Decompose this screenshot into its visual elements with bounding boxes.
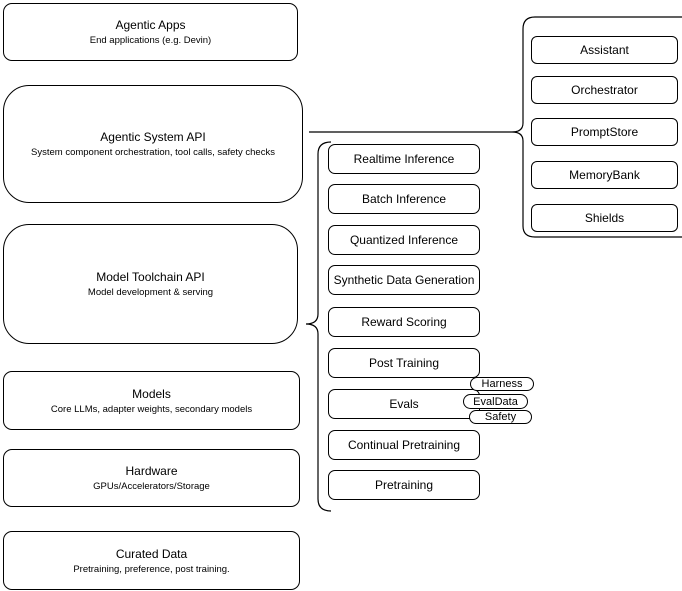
toolchain-node-label: Realtime Inference bbox=[353, 152, 455, 166]
toolchain-node-label: Post Training bbox=[368, 356, 440, 370]
toolchain-node-realtime-inference: Realtime Inference bbox=[328, 144, 480, 174]
toolchain-node-label: Reward Scoring bbox=[361, 315, 447, 329]
component-node-memorybank: MemoryBank bbox=[531, 161, 678, 189]
component-node-promptstore: PromptStore bbox=[531, 118, 678, 146]
component-node-orchestrator: Orchestrator bbox=[531, 76, 678, 104]
node-subtitle: Model development & serving bbox=[87, 287, 214, 298]
node-title: Model Toolchain API bbox=[96, 270, 205, 284]
toolchain-node-quantized-inference: Quantized Inference bbox=[328, 225, 480, 255]
toolchain-node-reward-scoring: Reward Scoring bbox=[328, 307, 480, 337]
toolchain-node-label: Synthetic Data Generation bbox=[333, 273, 475, 287]
node-subtitle: GPUs/Accelerators/Storage bbox=[93, 481, 210, 492]
node-model-toolchain-api: Model Toolchain API Model development & … bbox=[3, 224, 298, 344]
toolchain-node-label: Pretraining bbox=[374, 478, 434, 492]
node-agentic-system-api: Agentic System API System component orch… bbox=[3, 85, 303, 203]
component-node-shields: Shields bbox=[531, 204, 678, 232]
component-label: Shields bbox=[584, 211, 625, 225]
toolchain-node-label: Continual Pretraining bbox=[347, 438, 461, 452]
component-node-assistant: Assistant bbox=[531, 36, 678, 64]
badge-evaldata: EvalData bbox=[463, 394, 528, 409]
node-title: Curated Data bbox=[115, 546, 188, 561]
node-subtitle: Core LLMs, adapter weights, secondary mo… bbox=[50, 403, 253, 415]
node-hardware: Hardware GPUs/Accelerators/Storage bbox=[3, 449, 300, 507]
node-title: Agentic System API bbox=[100, 130, 206, 144]
toolchain-node-pretraining: Pretraining bbox=[328, 470, 480, 500]
node-title: Agentic Apps bbox=[115, 18, 186, 32]
badge-safety: Safety bbox=[469, 410, 532, 424]
node-title: Hardware bbox=[125, 464, 178, 478]
toolchain-node-label: Evals bbox=[389, 397, 419, 411]
toolchain-node-label: Batch Inference bbox=[361, 192, 447, 206]
node-agentic-apps: Agentic Apps End applications (e.g. Devi… bbox=[3, 3, 298, 61]
badge-label: EvalData bbox=[473, 395, 518, 408]
badge-label: Harness bbox=[481, 378, 523, 390]
toolchain-node-synthetic-data-generation: Synthetic Data Generation bbox=[328, 265, 480, 295]
toolchain-node-post-training: Post Training bbox=[328, 348, 480, 378]
component-label: PromptStore bbox=[570, 125, 639, 139]
node-title: Models bbox=[132, 386, 171, 401]
component-label: Orchestrator bbox=[571, 83, 638, 97]
badge-harness: Harness bbox=[470, 377, 534, 391]
toolchain-node-evals: Evals bbox=[328, 389, 480, 419]
node-subtitle: End applications (e.g. Devin) bbox=[89, 35, 212, 46]
node-models: Models Core LLMs, adapter weights, secon… bbox=[3, 371, 300, 430]
toolchain-node-batch-inference: Batch Inference bbox=[328, 184, 480, 214]
component-label: Assistant bbox=[580, 43, 629, 57]
node-curated-data: Curated Data Pretraining, preference, po… bbox=[3, 531, 300, 590]
toolchain-node-label: Quantized Inference bbox=[349, 233, 459, 247]
node-subtitle: System component orchestration, tool cal… bbox=[31, 147, 275, 158]
toolchain-node-continual-pretraining: Continual Pretraining bbox=[328, 430, 480, 460]
component-label: MemoryBank bbox=[569, 168, 640, 182]
node-subtitle: Pretraining, preference, post training. bbox=[73, 563, 230, 575]
badge-label: Safety bbox=[484, 411, 517, 423]
